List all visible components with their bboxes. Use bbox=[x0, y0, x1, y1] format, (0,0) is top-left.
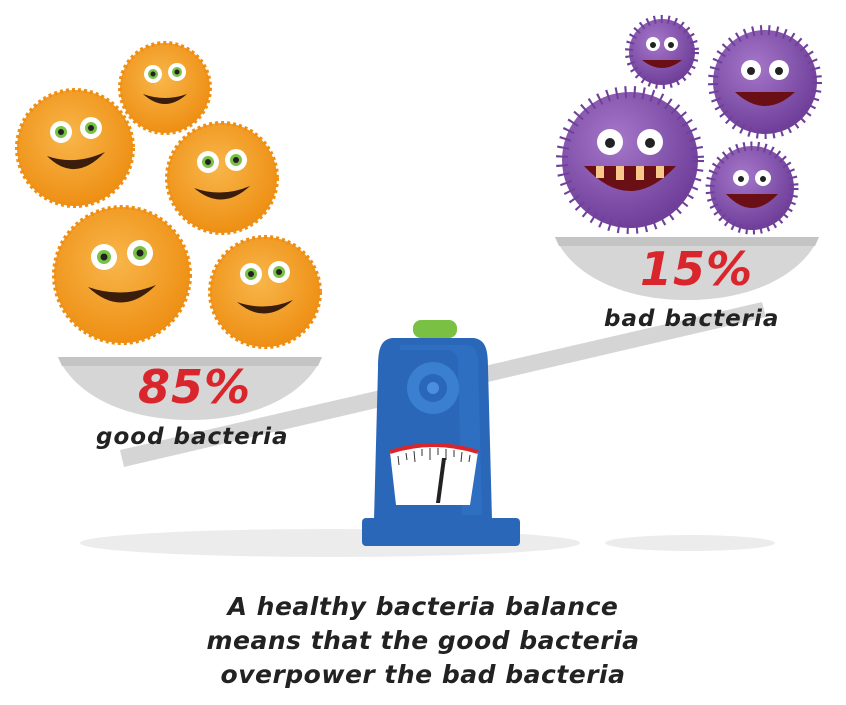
good-bacterium bbox=[165, 121, 279, 235]
good-bacterium bbox=[15, 88, 135, 208]
caption-line: A healthy bacteria balance bbox=[227, 592, 619, 621]
caption: A healthy bacteria balance means that th… bbox=[0, 590, 846, 692]
bad-bacterium bbox=[705, 141, 799, 235]
left-pan bbox=[58, 357, 322, 420]
good-bacteria-group bbox=[15, 41, 322, 349]
bad-bacterium bbox=[556, 86, 704, 234]
bad-bacteria-label: bad bacteria bbox=[604, 306, 780, 332]
weighing-scale bbox=[362, 320, 520, 546]
bad-bacterium bbox=[708, 25, 822, 139]
good-bacterium bbox=[208, 235, 322, 349]
good-bacteria-label: good bacteria bbox=[96, 424, 289, 450]
bad-bacteria-group bbox=[556, 15, 822, 235]
good-bacteria-percent: 85% bbox=[138, 360, 252, 414]
bad-bacteria-percent: 15% bbox=[640, 242, 754, 296]
floor-shadow-right bbox=[605, 535, 775, 551]
good-bacterium bbox=[52, 205, 192, 345]
caption-line: means that the good bacteria bbox=[206, 626, 640, 655]
right-pan bbox=[555, 237, 819, 300]
bad-bacterium bbox=[625, 15, 699, 89]
caption-line: overpower the bad bacteria bbox=[220, 660, 626, 689]
good-bacterium bbox=[118, 41, 212, 135]
